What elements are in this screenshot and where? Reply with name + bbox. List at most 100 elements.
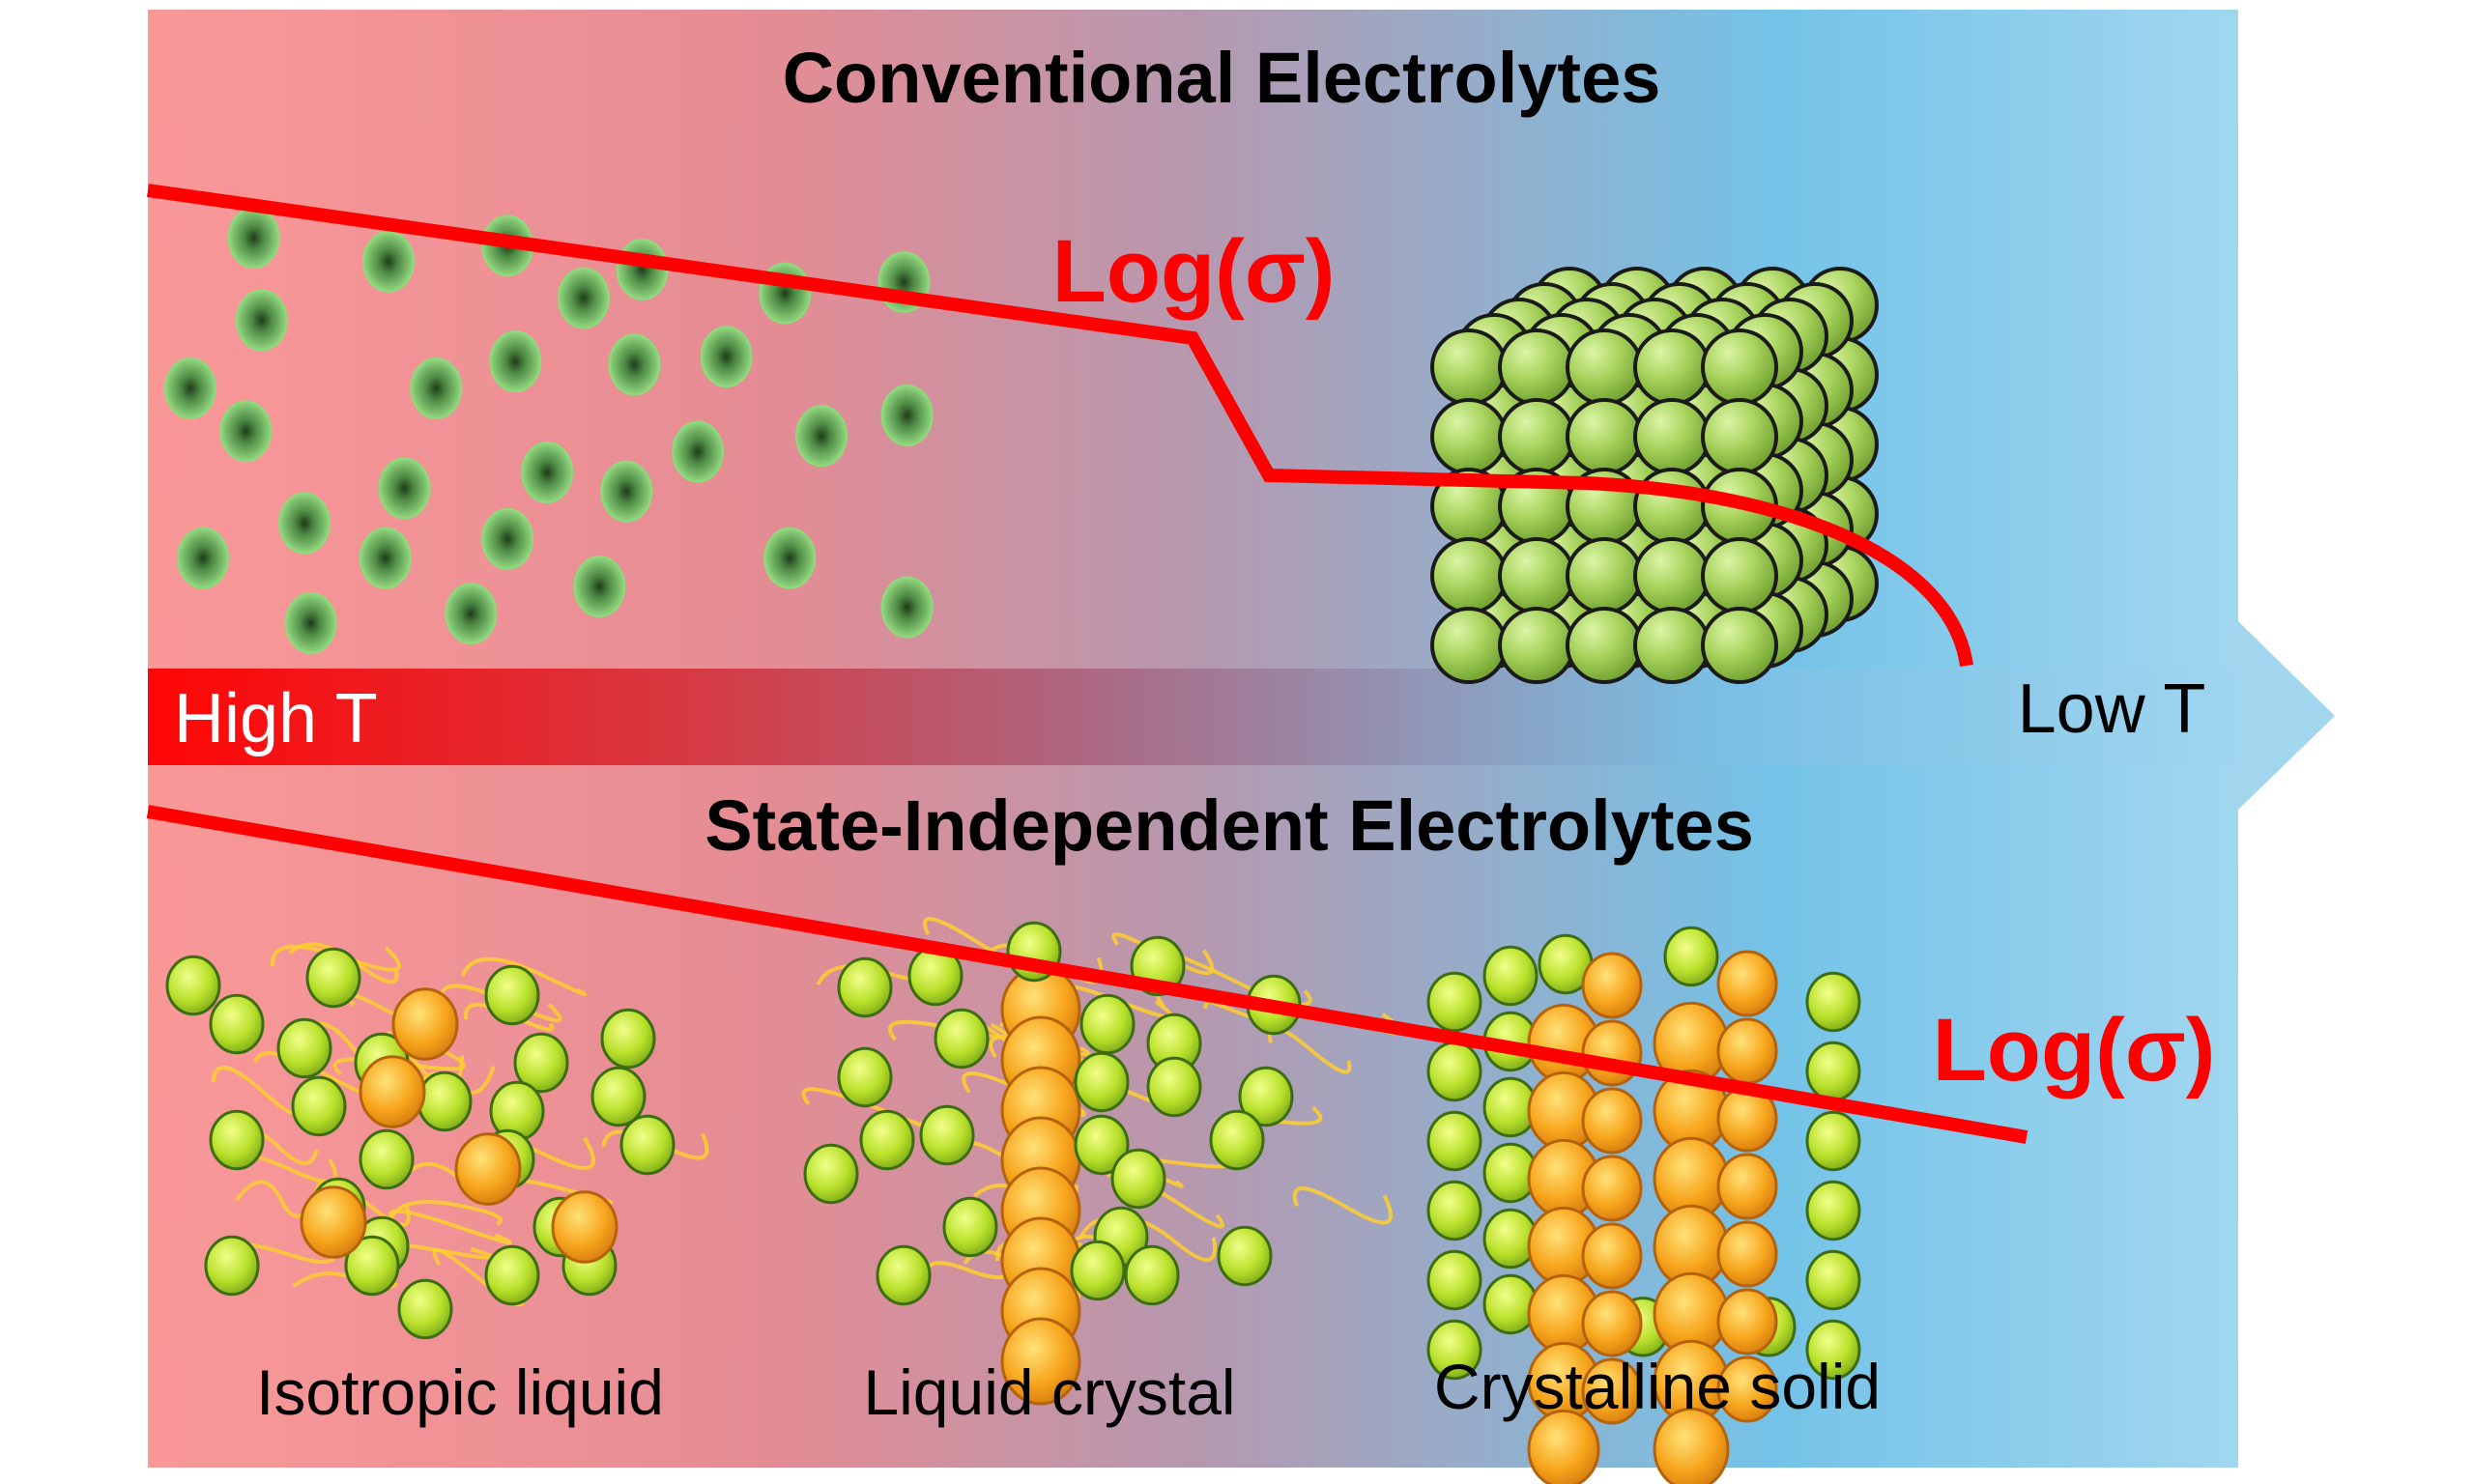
ion: [1807, 1112, 1859, 1169]
mesogen: [302, 1187, 365, 1258]
lattice-sphere: [1635, 539, 1709, 613]
ion: [482, 509, 532, 569]
ion: [1807, 973, 1859, 1030]
state-label-liquid-crystal: Liquid crystal: [863, 1356, 1235, 1428]
ion: [165, 358, 216, 418]
ion: [278, 1019, 331, 1076]
lattice-sphere: [1635, 330, 1709, 404]
mesogen-column-unit: [1583, 1156, 1641, 1220]
high-t-label: High T: [174, 680, 378, 757]
ion: [602, 1010, 654, 1067]
ion: [1076, 1053, 1128, 1110]
ion: [279, 494, 330, 554]
ion: [1428, 973, 1481, 1030]
ion: [1211, 1111, 1263, 1168]
ion: [293, 1077, 345, 1134]
ion: [446, 584, 496, 643]
mesogen-column-unit: [1718, 952, 1776, 1015]
lattice-sphere: [1635, 470, 1709, 543]
ion: [592, 1068, 645, 1125]
lattice-sphere: [1568, 539, 1641, 613]
ion: [1126, 1246, 1178, 1303]
ion: [211, 995, 263, 1052]
low-t-label: Low T: [2018, 671, 2206, 748]
ion: [1428, 1112, 1481, 1169]
ion: [1112, 1150, 1165, 1207]
mesogen-column-unit: [1583, 1224, 1641, 1288]
ion: [882, 385, 933, 445]
ion: [220, 401, 271, 461]
ion: [621, 1116, 674, 1173]
ion: [944, 1198, 996, 1255]
lattice-sphere: [1432, 539, 1506, 613]
ion: [1072, 1241, 1124, 1298]
lattice-sphere: [1703, 539, 1776, 613]
lattice-sphere: [1500, 400, 1573, 473]
mesogen: [393, 989, 457, 1060]
ion: [360, 528, 411, 588]
state-label-isotropic-liquid: Isotropic liquid: [256, 1356, 664, 1428]
conventional-log-sigma-label: Log(σ): [1052, 222, 1336, 321]
ion: [796, 406, 847, 466]
lattice-sphere: [1500, 539, 1573, 613]
mesogen: [360, 1057, 424, 1127]
ion: [1428, 1182, 1481, 1239]
ion: [411, 358, 461, 418]
ion: [1807, 1042, 1859, 1099]
mesogen-column-unit: [1718, 1290, 1776, 1354]
ion: [206, 1237, 258, 1294]
ion: [839, 958, 891, 1015]
lattice-sphere: [1500, 609, 1573, 682]
mesogen: [456, 1134, 520, 1205]
mesogen-column-unit: [1583, 1292, 1641, 1356]
lattice-sphere: [1703, 609, 1776, 682]
lattice-sphere: [1635, 400, 1709, 473]
ion: [1428, 1251, 1481, 1308]
lattice-sphere: [1432, 609, 1506, 682]
mesogen-column-unit: [1718, 1155, 1776, 1218]
ion: [574, 556, 624, 616]
ion: [861, 1111, 913, 1168]
ion: [921, 1106, 973, 1163]
ion: [1148, 1058, 1200, 1115]
lattice-sphere: [1703, 400, 1776, 473]
lattice-sphere: [1568, 400, 1641, 473]
ion: [1807, 1251, 1859, 1308]
ion: [522, 442, 572, 502]
conventional-title: Conventional Electrolytes: [783, 38, 1661, 118]
ion: [418, 1072, 471, 1129]
ion: [877, 1246, 930, 1303]
ion: [1081, 995, 1134, 1052]
lattice-sphere: [1568, 609, 1641, 682]
ion: [935, 1010, 988, 1067]
lattice-sphere: [1635, 609, 1709, 682]
ion: [702, 327, 752, 386]
lattice-sphere: [1703, 330, 1776, 404]
ion: [601, 462, 651, 522]
ion: [307, 949, 360, 1006]
ion: [1665, 928, 1717, 985]
ion: [609, 334, 659, 394]
ion: [1484, 947, 1537, 1004]
ion: [486, 1246, 538, 1303]
ion: [490, 331, 540, 391]
mesogen-column-unit: [1583, 1089, 1641, 1153]
ion: [167, 956, 219, 1013]
mesogen-column-unit: [1583, 954, 1641, 1017]
ion: [673, 422, 723, 482]
ion: [237, 290, 287, 350]
ion: [286, 593, 336, 653]
lattice-sphere: [1432, 330, 1506, 404]
ion: [211, 1111, 263, 1168]
ion: [399, 1280, 451, 1337]
ion: [559, 269, 609, 328]
lattice-sphere: [1568, 330, 1641, 404]
ion: [486, 966, 538, 1023]
ion: [379, 458, 429, 518]
state-independent-title: State-Independent Electrolytes: [705, 785, 1754, 866]
mesogen: [553, 1192, 617, 1263]
ion: [178, 528, 228, 588]
ion: [229, 208, 279, 268]
ion: [360, 1130, 413, 1187]
